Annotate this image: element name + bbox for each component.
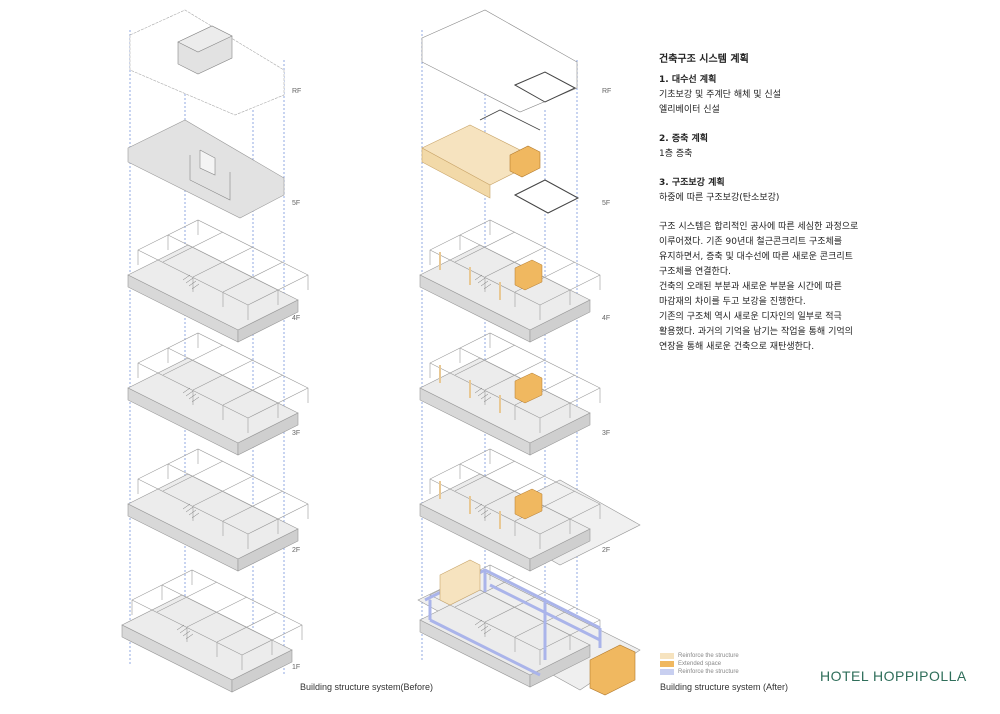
section-heading: 2. 증축 계획 xyxy=(659,134,709,144)
legend-item: Extended space xyxy=(660,660,739,668)
section-line: 엘리베이터 신설 xyxy=(659,105,720,115)
floor-label-1f-before: 1F xyxy=(292,664,301,671)
description-paragraph: 구조 시스템은 합리적인 공사에 따른 세심한 과정으로 이루어졌다. 기존 9… xyxy=(659,220,899,355)
legend-swatch xyxy=(660,653,674,659)
f2-before xyxy=(127,448,309,572)
f3-before xyxy=(127,332,309,456)
caption-after: Building structure system (After) xyxy=(660,682,789,692)
section-line: 기초보강 및 주계단 해체 및 신설 xyxy=(659,90,781,100)
f2-after xyxy=(419,448,641,572)
section-heading: 1. 대수선 계획 xyxy=(659,75,717,85)
f5-after xyxy=(421,109,580,214)
paragraph-line: 구조체를 연결한다. xyxy=(659,267,731,277)
f3-after xyxy=(419,332,601,456)
paragraph-line: 기존의 구조체 역시 새로운 디자인의 일부로 적극 xyxy=(659,312,842,322)
section-heading: 3. 구조보강 계획 xyxy=(659,178,725,188)
floor-label-2f-before: 2F xyxy=(292,547,301,554)
floor-label-4f-after: 4F xyxy=(602,315,611,322)
rf-after xyxy=(421,9,578,113)
paragraph-line: 이루어졌다. 기존 90년대 철근콘크리트 구조체를 xyxy=(659,237,843,247)
brand-name: HOTEL HOPPIPOLLA xyxy=(820,668,967,684)
legend: Reinforce the structure Extended space R… xyxy=(660,652,739,676)
f1-before xyxy=(121,569,303,693)
panel-title: 건축구조 시스템 계획 xyxy=(659,54,749,65)
floor-label-2f-after: 2F xyxy=(602,547,611,554)
rf-before xyxy=(129,9,285,116)
legend-swatch xyxy=(660,661,674,667)
f4-after xyxy=(419,219,601,343)
caption-before: Building structure system(Before) xyxy=(300,682,434,692)
floor-label-4f-before: 4F xyxy=(292,315,301,322)
f5-before xyxy=(127,119,285,219)
paragraph-line: 마감재의 차이를 두고 보강을 진행한다. xyxy=(659,297,806,307)
guide-lines-after xyxy=(421,10,578,670)
legend-item: Reinforce the structure xyxy=(660,668,739,676)
floor-label-5f-after: 5F xyxy=(602,200,611,207)
paragraph-line: 유지하면서, 증축 및 대수선에 따른 새로운 콘크리트 xyxy=(659,252,853,262)
guide-lines-before xyxy=(129,10,285,675)
section-1: 1. 대수선 계획 기초보강 및 주계단 해체 및 신설 엘리베이터 신설 xyxy=(659,73,899,118)
paragraph-line: 구조 시스템은 합리적인 공사에 따른 세심한 과정으로 xyxy=(659,222,859,232)
f4-before xyxy=(127,219,309,343)
legend-swatch xyxy=(660,669,674,675)
floor-label-5f-before: 5F xyxy=(292,200,301,207)
legend-label: Extended space xyxy=(678,661,722,667)
section-2: 2. 증축 계획 1층 증축 xyxy=(659,132,899,162)
floor-label-3f-before: 3F xyxy=(292,430,301,437)
floor-label-3f-after: 3F xyxy=(602,430,611,437)
paragraph-line: 활용했다. 과거의 기억을 남기는 작업을 통해 기억의 xyxy=(659,327,853,337)
section-3: 3. 구조보강 계획 하중에 따른 구조보강(탄소보강) xyxy=(659,176,899,206)
legend-label: Reinforce the structure xyxy=(678,669,739,675)
description-panel: 건축구조 시스템 계획 1. 대수선 계획 기초보강 및 주계단 해체 및 신설… xyxy=(659,52,899,355)
paragraph-line: 연장을 통해 새로운 건축으로 재탄생한다. xyxy=(659,342,815,352)
paragraph-line: 건축의 오래된 부분과 새로운 부분을 시간에 따른 xyxy=(659,282,842,292)
floor-label-rf-before: RF xyxy=(292,88,302,95)
floor-label-rf-after: RF xyxy=(602,88,612,95)
legend-label: Reinforce the structure xyxy=(678,653,739,659)
section-line: 1층 증축 xyxy=(659,149,693,159)
f1-after xyxy=(417,559,641,696)
section-line: 하중에 따른 구조보강(탄소보강) xyxy=(659,193,780,203)
legend-item: Reinforce the structure xyxy=(660,652,739,660)
